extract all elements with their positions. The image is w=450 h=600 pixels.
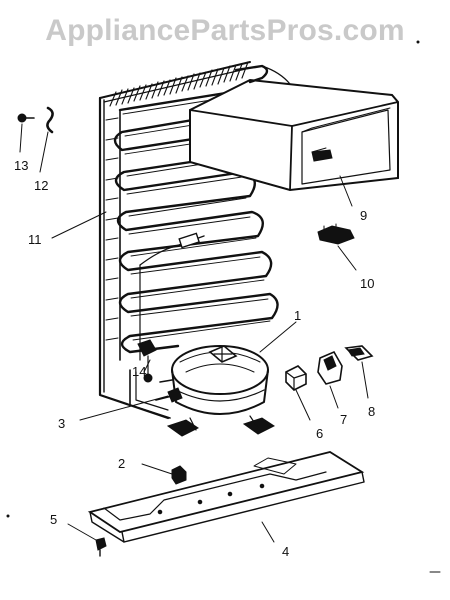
callout-numbers: 13 12 11 9 10 1 14 3 6 7 8 2 5 4: [14, 158, 375, 559]
callout-3: 3: [58, 416, 65, 431]
callout-5: 5: [50, 512, 57, 527]
condenser-coil: [98, 61, 279, 420]
part-8: [344, 345, 374, 361]
evaporator-clip: [317, 223, 355, 245]
part-12-clip: [46, 106, 54, 134]
callout-8: 8: [368, 404, 375, 419]
part-7: [317, 350, 343, 385]
filter-drier: [139, 232, 205, 361]
compressor: [155, 345, 275, 437]
callout-11: 11: [28, 232, 42, 247]
callout-2: 2: [118, 456, 125, 471]
part-5-screw: [95, 537, 107, 557]
callout-14: 14: [132, 364, 146, 379]
part-3-bracket: [167, 387, 183, 403]
callout-4: 4: [282, 544, 289, 559]
leader-lines: [19, 123, 369, 543]
scan-specks: [6, 40, 441, 573]
callout-13: 13: [14, 158, 28, 173]
callout-1: 1: [294, 308, 301, 323]
callout-12: 12: [34, 178, 48, 193]
watermark-text: AppliancePartsPros.com: [45, 14, 405, 47]
part-2-grommet: [171, 465, 187, 485]
part-13-screw: [17, 113, 35, 123]
callout-7: 7: [340, 412, 347, 427]
part-6: [285, 365, 307, 391]
callout-9: 9: [360, 208, 367, 223]
evaporator: [189, 64, 399, 192]
callout-10: 10: [360, 276, 374, 291]
callout-6: 6: [316, 426, 323, 441]
base-rail: [87, 451, 365, 543]
